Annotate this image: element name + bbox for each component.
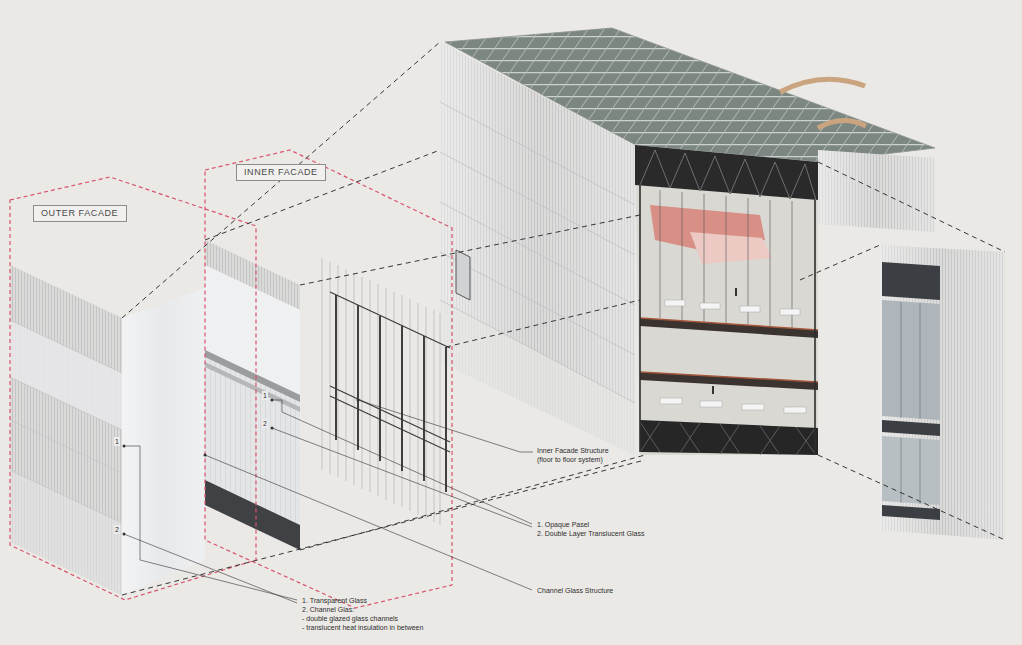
outer-facade-panel <box>10 265 122 595</box>
end-facade-exploded <box>880 245 1005 540</box>
floor-truss <box>640 420 818 455</box>
facade-title-box: INNER FACADE <box>236 164 326 181</box>
building-section <box>635 145 818 455</box>
callout-number: 1 <box>114 437 120 446</box>
leader-dots <box>123 399 360 536</box>
annotation: 1. Transparent Glass <box>302 596 367 605</box>
callout-number: 2 <box>114 525 120 534</box>
outer-facade-outline <box>10 177 256 600</box>
annotation: - translucent heat insulation in between <box>302 623 423 632</box>
facade-title: INNER FACADE <box>244 167 318 178</box>
inner-facade-structure <box>336 295 446 492</box>
end-facade-panel <box>818 150 935 232</box>
annotation: 1. Opaque Pasel <box>537 520 589 529</box>
facade-title: OUTER FACADE <box>41 208 119 219</box>
annotation: - double glazed glass channels <box>302 614 398 623</box>
callout-number: 2 <box>262 419 268 428</box>
roof-wood-element <box>780 79 865 92</box>
roof-wood-element <box>818 120 866 128</box>
annotation: Channel Glass Structure <box>537 586 613 595</box>
leader-lines <box>124 400 533 603</box>
facade-title-box: OUTER FACADE <box>33 205 127 222</box>
projection-lines <box>122 42 1005 595</box>
inner-facade-outline <box>205 150 452 608</box>
annotation: 2. Channel Glas: <box>302 605 354 614</box>
building-facade <box>440 42 635 455</box>
roof-truss <box>635 145 818 200</box>
inner-facade-panel <box>205 240 300 550</box>
callout-number: 1 <box>262 391 268 400</box>
outer-facade-transparent-glass <box>122 288 205 595</box>
annotation: 2. Double Layer Translucent Glass <box>537 529 644 538</box>
window <box>456 250 470 300</box>
annotation: Inner Facade Structure (floor to floor s… <box>537 446 621 464</box>
